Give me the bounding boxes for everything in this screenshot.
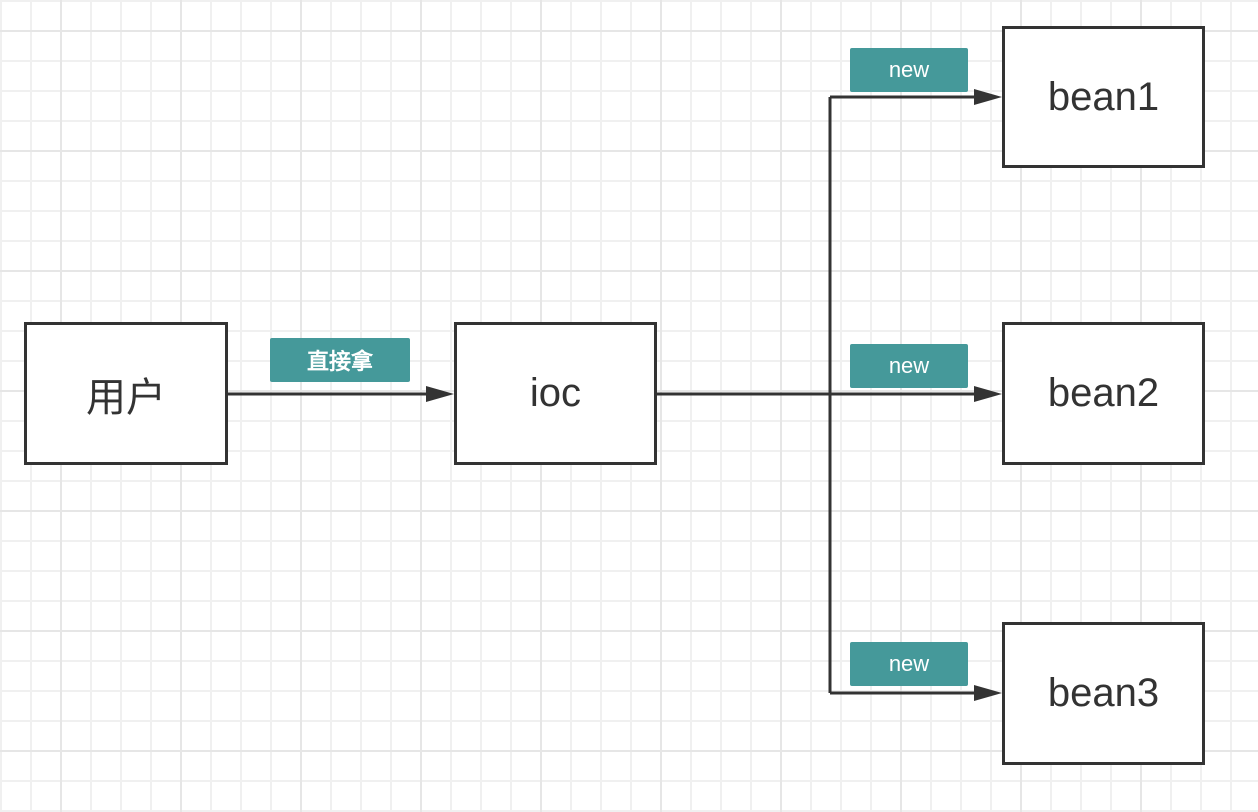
node-bean3[interactable]: bean3 (1002, 622, 1205, 765)
arrowhead-icon (974, 685, 1002, 701)
arrowhead-icon (974, 89, 1002, 105)
node-bean1[interactable]: bean1 (1002, 26, 1205, 168)
node-user[interactable]: 用户 (24, 322, 228, 465)
arrowhead-icon (426, 386, 454, 402)
node-bean3-label: bean3 (1047, 671, 1160, 715)
node-user-label: 用户 (86, 375, 166, 420)
node-ioc[interactable]: ioc (454, 322, 657, 465)
node-bean1-label: bean1 (1047, 74, 1160, 119)
edge-label-user-ioc: 直接拿 (270, 338, 410, 382)
edge-label-bean1: new (850, 48, 968, 92)
node-bean2-label: bean2 (1047, 371, 1160, 415)
arrowhead-icon (974, 386, 1002, 402)
edge-label-bean3: new (850, 642, 968, 686)
node-ioc-label: ioc (529, 371, 582, 415)
edge-label-bean2: new (850, 344, 968, 388)
node-bean2[interactable]: bean2 (1002, 322, 1205, 465)
